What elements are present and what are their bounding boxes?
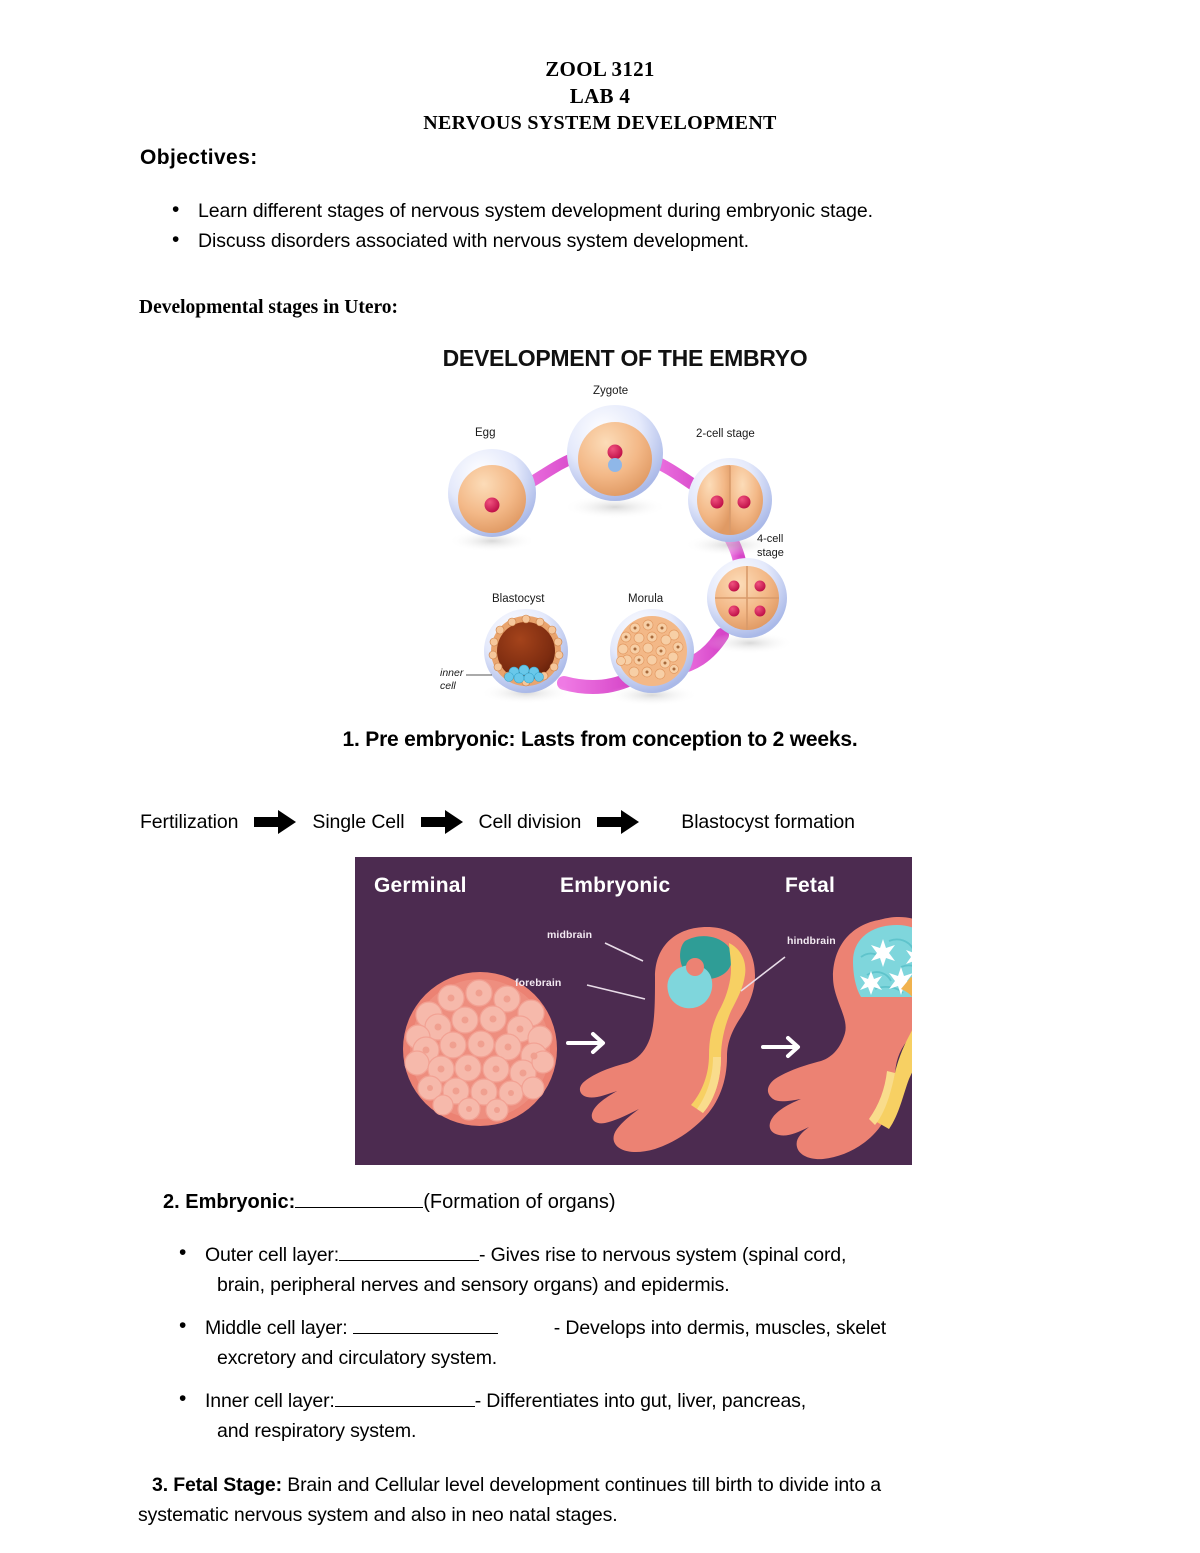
list-item-middle-layer: Middle cell layer: - Develops into dermi… [179,1311,1135,1373]
inner-layer-desc-1: - Differentiates into gut, liver, pancre… [474,1390,807,1412]
morula-cell [610,609,694,693]
label-two-cell-stage: 2-cell stage [696,428,755,440]
inner-layer-blank-field[interactable] [334,1389,475,1407]
arrow-right-icon [595,809,641,835]
outer-layer-desc-1: - Gives rise to nervous system (spinal c… [479,1244,847,1266]
germ-layers-list: Outer cell layer: - Gives rise to nervous… [175,1238,1135,1459]
label-four-cell-stage-line2: stage [757,547,784,559]
embryonic-blank-field[interactable] [295,1190,424,1208]
synapse-stars [860,939,912,995]
arrow-right-icon [419,809,465,835]
label-forebrain: forebrain [515,977,562,989]
middle-layer-label: Middle cell layer: [205,1317,353,1339]
label-blastocyst: Blastocyst [492,593,545,605]
middle-layer-blank-field[interactable] [352,1316,498,1334]
course-code: ZOOL 3121 [545,57,655,81]
label-inner-cell-line1: inner [440,667,464,679]
stage-arrow-1 [566,1032,605,1054]
fetal-stage-text-2: systematic nervous system and also in ne… [138,1504,618,1526]
document-title-block: ZOOL 3121 LAB 4 NERVOUS SYSTEM DEVELOPME… [0,56,1200,137]
inner-layer-label: Inner cell layer: [205,1390,335,1412]
embryonic-section-heading: 2. Embryonic: (Formation of organs) [163,1190,616,1214]
outer-layer-desc-2: brain, peripheral nerves and sensory org… [217,1274,730,1296]
label-four-cell-stage-line1: 4-cell [757,533,784,545]
fetal-stage-label: 3. Fetal Stage: [152,1474,282,1496]
label-midbrain: midbrain [547,929,593,941]
label-leaders [586,942,786,1000]
embryonic-parenthetical: (Formation of organs) [423,1191,616,1213]
germinal-blastula [403,972,557,1126]
inner-layer-desc-2: and respiratory system. [217,1420,417,1442]
embryo-development-figure: DEVELOPMENT OF THE EMBRYO [430,345,820,715]
fetal-stage-section: 3. Fetal Stage: Brain and Cellular level… [138,1470,1102,1530]
developmental-stages-heading: Developmental stages in Utero: [139,297,399,318]
flow-step-cell-division: Cell division [478,810,582,833]
lab-topic: NERVOUS SYSTEM DEVELOPMENT [423,112,777,134]
fetal-stage-text-1: Brain and Cellular level development con… [281,1474,881,1496]
middle-layer-desc-2: excretory and circulatory system. [217,1347,498,1369]
embryonic-label: 2. Embryonic: [163,1191,296,1213]
embryo-figure-title: DEVELOPMENT OF THE EMBRYO [442,345,808,371]
list-item: Discuss disorders associated with nervou… [172,225,1138,256]
label-morula: Morula [628,593,664,605]
four-cell-stage [707,558,787,638]
prenatal-stages-illustration [355,857,912,1165]
pre-embryonic-heading: 1. Pre embryonic: Lasts from conception … [342,728,858,751]
stage-arrow-2 [761,1036,800,1058]
zygote-cell [567,405,663,501]
label-hindbrain: hindbrain [787,935,836,947]
pre-embryonic-flow: Fertilization Single Cell Cell division … [140,805,1080,839]
list-item-outer-layer: Outer cell layer: - Gives rise to nervous… [179,1238,1135,1300]
embryo-cycle-illustration [448,405,794,706]
label-egg: Egg [475,427,496,439]
stage-heading-embryonic: Embryonic [560,874,671,897]
arrow-right-icon [252,809,298,835]
objectives-list: Learn different stages of nervous system… [150,195,1138,256]
outer-layer-label: Outer cell layer: [205,1244,339,1266]
lab-number: LAB 4 [569,84,631,108]
list-item-inner-layer: Inner cell layer: - Differentiates into g… [179,1384,1135,1446]
embryonic-embryo [579,927,755,1152]
label-inner-cell-line2: cell [440,680,456,692]
two-cell-stage [688,458,772,542]
stage-heading-germinal: Germinal [374,874,467,897]
label-zygote: Zygote [593,385,629,397]
flow-step-fertilization: Fertilization [140,810,239,833]
flow-step-single-cell: Single Cell [312,810,405,833]
list-item: Learn different stages of nervous system… [172,195,1138,226]
fetal-fetus [768,917,912,1160]
flow-step-blastocyst-formation: Blastocyst formation [681,810,855,833]
stage-heading-fetal: Fetal [785,874,836,897]
outer-layer-blank-field[interactable] [339,1243,479,1261]
blastocyst-cell [466,609,568,693]
prenatal-stages-figure: Germinal Embryonic Fetal midbrain hindbr… [355,857,912,1165]
objectives-heading: Objectives: [140,146,258,169]
egg-cell [448,449,536,537]
middle-layer-desc-1: - Develops into dermis, muscles, skelet [553,1317,887,1339]
